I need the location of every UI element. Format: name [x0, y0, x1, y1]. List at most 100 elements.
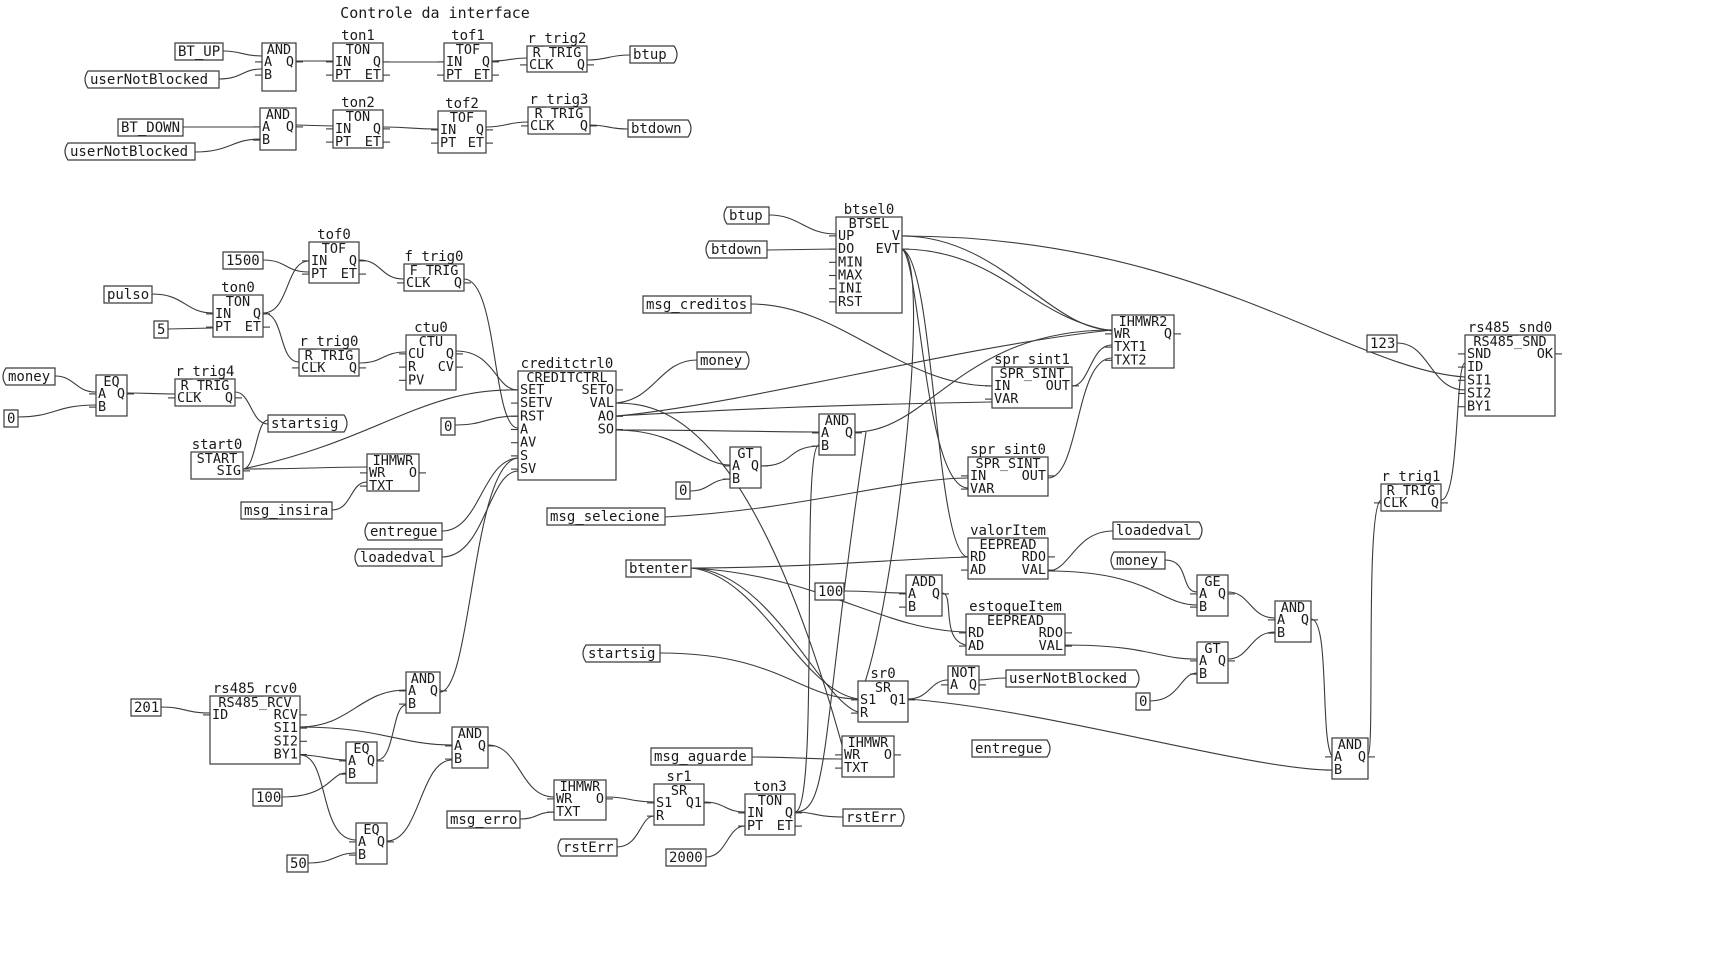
tag-msg-insira[interactable]: msg_insira [240, 501, 333, 520]
tag-msg-selecione[interactable]: msg_selecione [546, 507, 666, 526]
tag-msg-creditos[interactable]: msg_creditos [642, 295, 752, 314]
input-pin-in: IN [970, 468, 986, 484]
creditctrl0-block[interactable]: creditctrl0CREDITCTRLSETSETVRSTAAVSSVSET… [511, 356, 623, 481]
tag-btup-in[interactable]: btup [723, 206, 770, 225]
tag-frame [3, 409, 19, 428]
tag-const-201[interactable]: 201 [130, 698, 162, 717]
tag-const-0-stock[interactable]: 0 [1135, 692, 1151, 711]
wire-20 [455, 350, 519, 391]
tag-const-100-add[interactable]: 100 [814, 582, 845, 601]
tag-usernotblocked-1[interactable]: userNotBlocked [84, 70, 220, 89]
tag-msg-aguarde[interactable]: msg_aguarde [650, 747, 753, 766]
tag-usernotblocked-out[interactable]: userNotBlocked [1005, 669, 1140, 688]
wire-10 [485, 121, 529, 128]
tag-loadedval-out[interactable]: loadedval [1112, 521, 1203, 540]
tag-money-in2[interactable]: money [1110, 551, 1166, 570]
block-type-label: AND [1281, 600, 1305, 616]
tag-usernotblocked-2[interactable]: userNotBlocked [64, 142, 196, 161]
diagram-title: Controle da interface [340, 4, 530, 22]
block-type-label: EEPREAD [980, 537, 1037, 553]
tag-const-1500[interactable]: 1500 [222, 251, 264, 270]
tag-btdown-in[interactable]: btdown [705, 240, 768, 259]
input-pin-a: A [1199, 586, 1207, 602]
tag-startsig-in[interactable]: startsig [582, 644, 661, 663]
tag-const-5[interactable]: 5 [153, 320, 169, 339]
tag-msg-erro[interactable]: msg_erro [446, 810, 521, 829]
block-frame [967, 456, 1049, 497]
tag-const-100-eq[interactable]: 100 [252, 788, 283, 807]
tag-const-0-credit[interactable]: 0 [440, 417, 456, 436]
input-pin-a: A [262, 119, 270, 135]
tag-loadedval-in[interactable]: loadedval [354, 548, 443, 567]
tag-entregue-in[interactable]: entregue [364, 522, 443, 541]
tag-btup-out[interactable]: btup [629, 45, 678, 64]
block-type-label: EQ [363, 822, 379, 838]
block-type-label: RS485_RCV [218, 695, 291, 711]
block-type-label: R_TRIG [533, 45, 582, 61]
tag-bt-up[interactable]: BT_UP [174, 42, 224, 61]
tag-const-50[interactable]: 50 [286, 854, 309, 873]
tag-startsig-out[interactable]: startsig [267, 414, 348, 433]
tag-entregue-out[interactable]: entregue [971, 739, 1051, 758]
input-pin-var: VAR [994, 391, 1019, 407]
tag-btdown-out[interactable]: btdown [627, 119, 692, 138]
tag-rsterr-out[interactable]: rstErr [842, 808, 905, 827]
tag-bt-down[interactable]: BT_DOWN [117, 118, 184, 137]
tag-const-0-gt[interactable]: 0 [675, 481, 691, 500]
block-type-label: TON [758, 793, 782, 809]
tag-btenter[interactable]: btenter [625, 559, 692, 578]
tag-const-2000[interactable]: 2000 [665, 848, 707, 867]
tag-money-in[interactable]: money [2, 367, 56, 386]
tag-money-out[interactable]: money [696, 351, 750, 370]
tag-const-0-eq[interactable]: 0 [3, 409, 19, 428]
tag-rsterr-in[interactable]: rstErr [557, 838, 618, 857]
tag-label: BT_UP [178, 44, 220, 60]
block-type-label: GE [1204, 574, 1220, 590]
tag-pulso[interactable]: pulso [103, 285, 153, 304]
tag-const-123[interactable]: 123 [1366, 334, 1398, 353]
